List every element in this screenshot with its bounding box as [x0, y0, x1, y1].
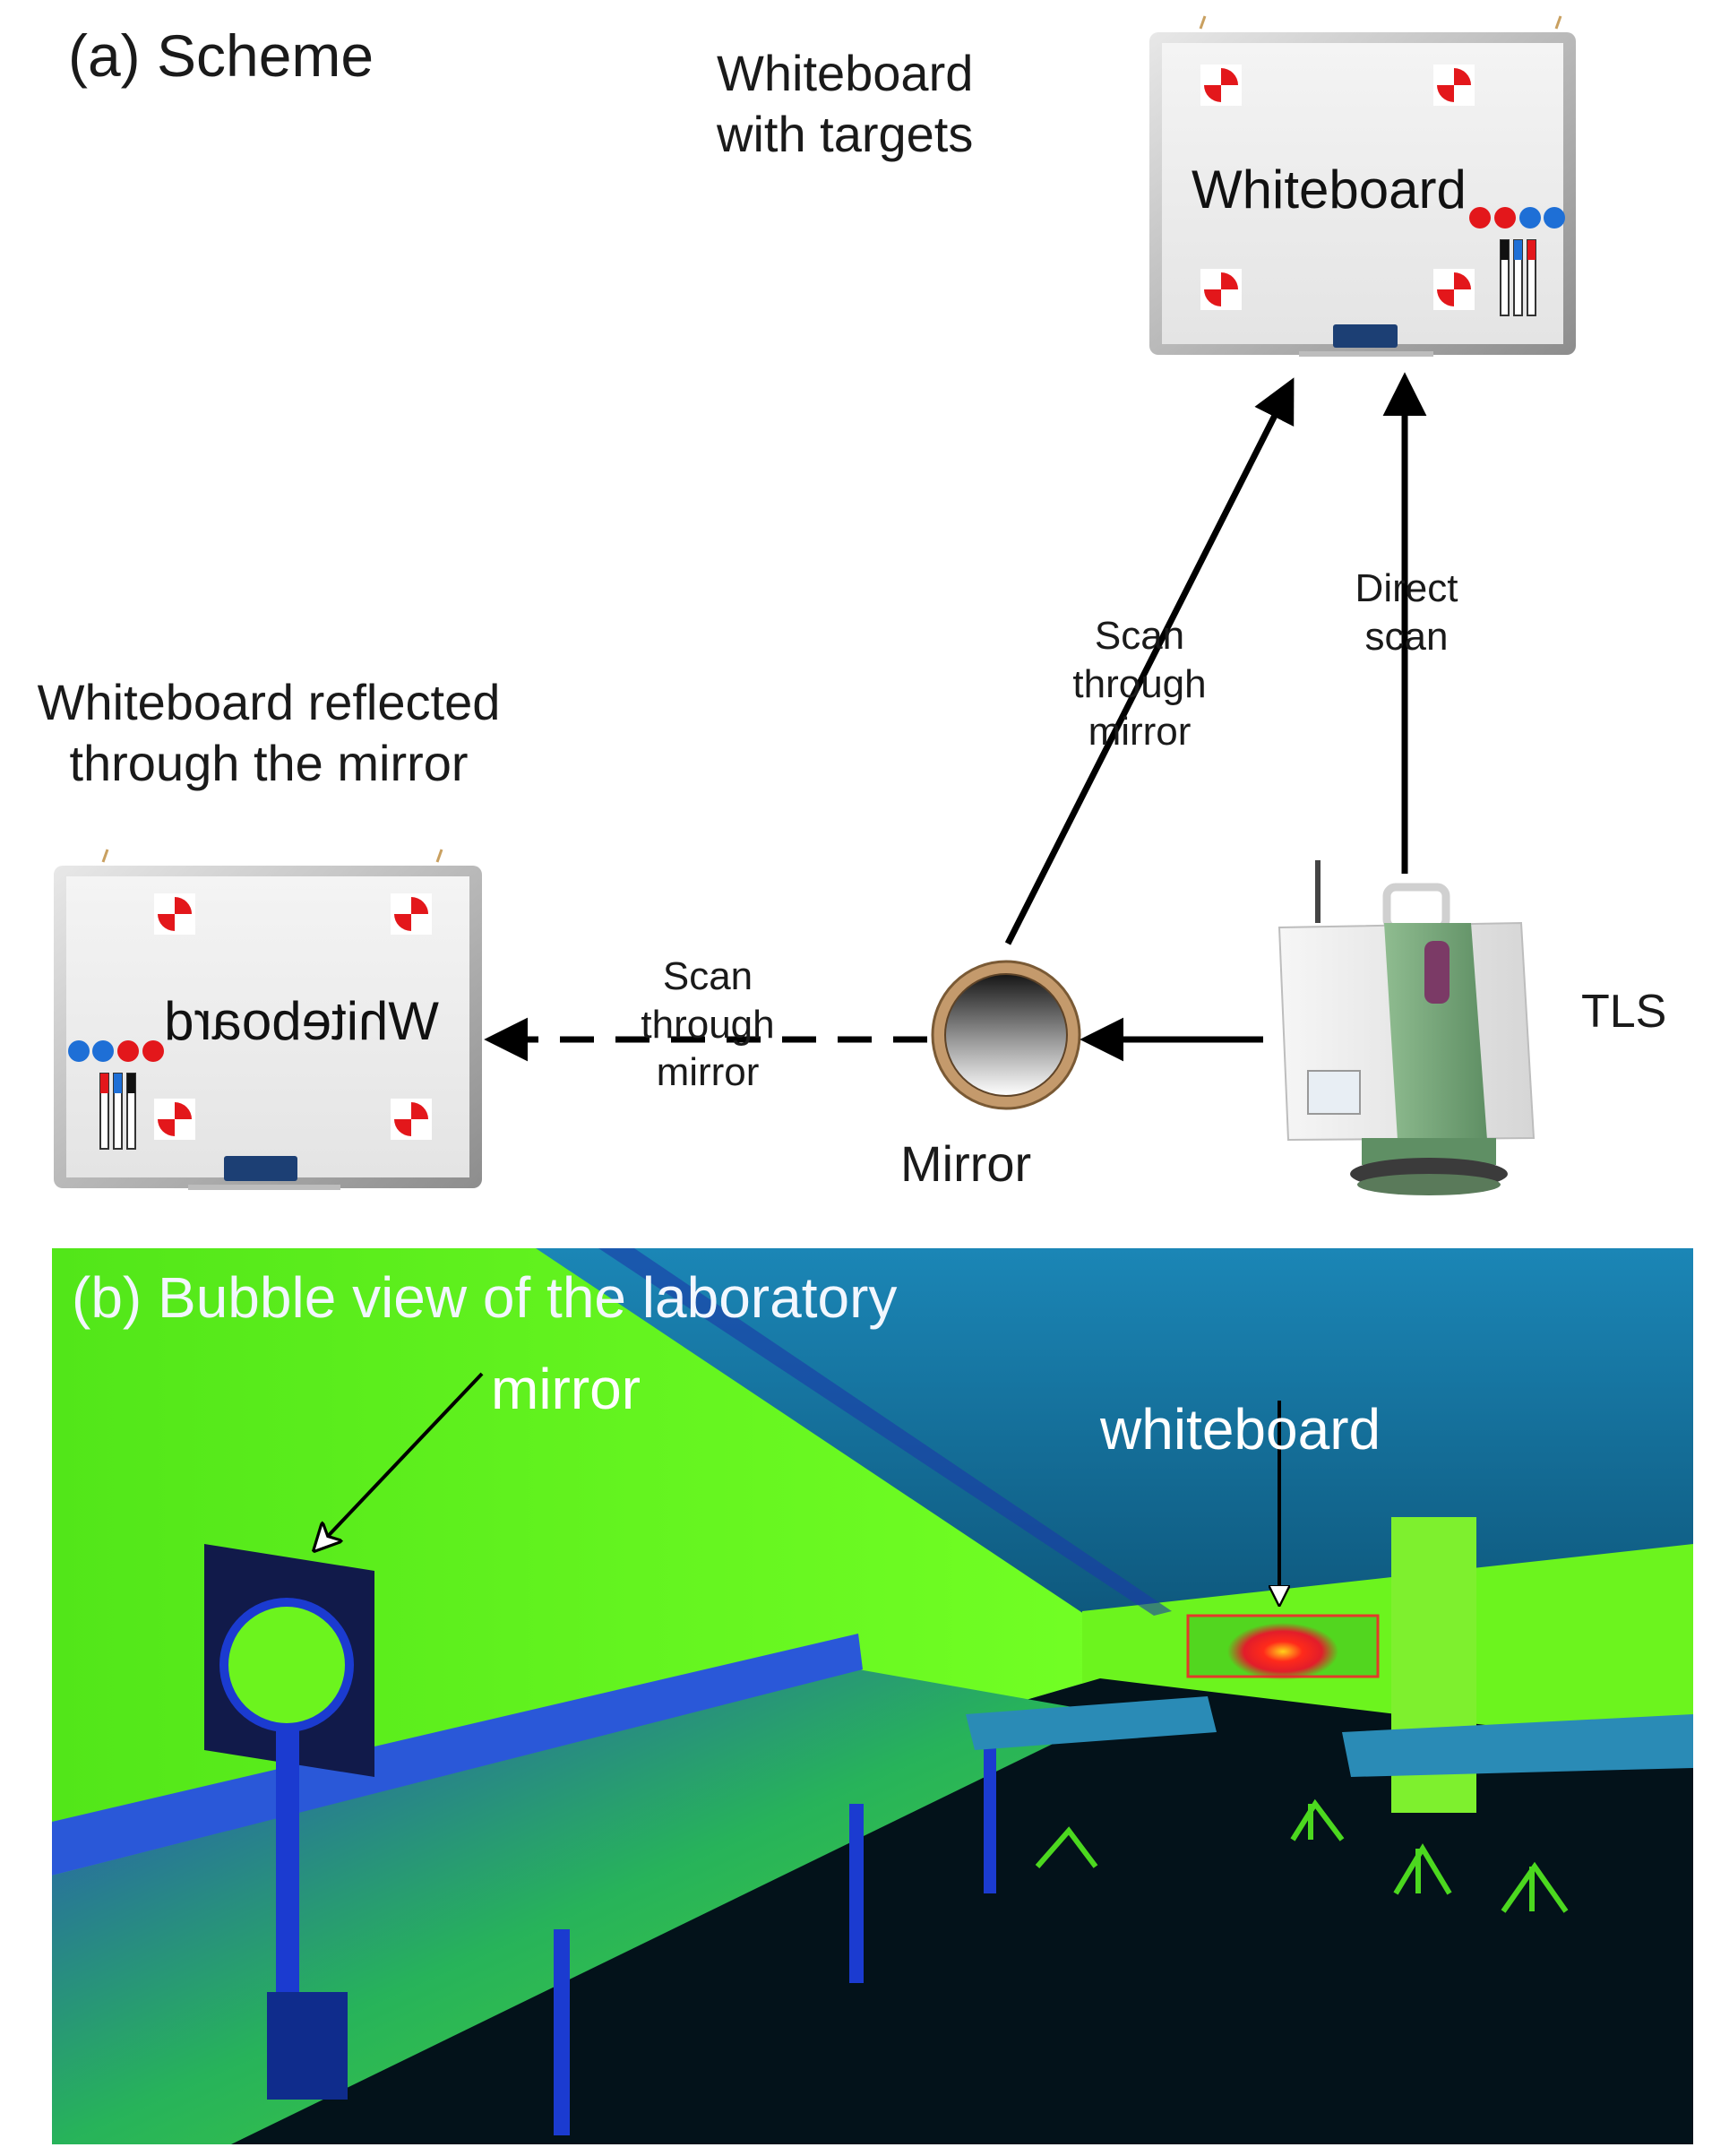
mirror-label: Mirror	[900, 1135, 1032, 1192]
tls-scanner-icon	[1278, 860, 1536, 1195]
direct-scan-label: Direct scan	[1355, 566, 1458, 659]
mirror-annotation: mirror	[491, 1357, 641, 1421]
whiteboard-caption: Whiteboard with targets	[717, 45, 974, 163]
point-cloud-panel: (b) Bubble view of the laboratory mirror…	[52, 1248, 1693, 2144]
reflected-whiteboard-word: Whiteboard	[164, 991, 439, 1051]
mirror-icon	[931, 960, 1081, 1110]
target-icon	[154, 1099, 195, 1140]
target-icon	[391, 893, 432, 935]
whiteboard-with-targets: Whiteboard	[1149, 15, 1576, 357]
target-icon	[1433, 269, 1475, 310]
scan-through-mirror-label-lower: Scan through mirror	[641, 954, 775, 1095]
scan-through-mirror-label-upper: Scan through mirror	[1072, 614, 1207, 755]
magnets-icon	[1469, 207, 1565, 229]
target-icon	[154, 893, 195, 935]
markers-icon	[99, 1073, 136, 1150]
reflected-whiteboard: Whiteboard	[54, 849, 482, 1190]
panel-b-title: (b) Bubble view of the laboratory	[72, 1265, 898, 1330]
point-cloud-image	[52, 1248, 1693, 2144]
scheme-diagram: Whiteboard Whiteboa	[54, 15, 1576, 1195]
panel-a-title: (a) Scheme	[68, 22, 374, 89]
whiteboard-annotation: whiteboard	[1100, 1397, 1381, 1462]
whiteboard-word: Whiteboard	[1192, 160, 1467, 220]
target-icon	[1200, 65, 1242, 106]
magnets-icon	[68, 1040, 164, 1062]
scan-through-mirror-arrow-up	[1004, 377, 1295, 945]
reflected-whiteboard-caption: Whiteboard reflected through the mirror	[37, 674, 501, 792]
markers-icon	[1500, 239, 1536, 316]
tls-label: TLS	[1581, 986, 1667, 1038]
target-icon	[391, 1099, 432, 1140]
target-icon	[1200, 269, 1242, 310]
target-icon	[1433, 65, 1475, 106]
